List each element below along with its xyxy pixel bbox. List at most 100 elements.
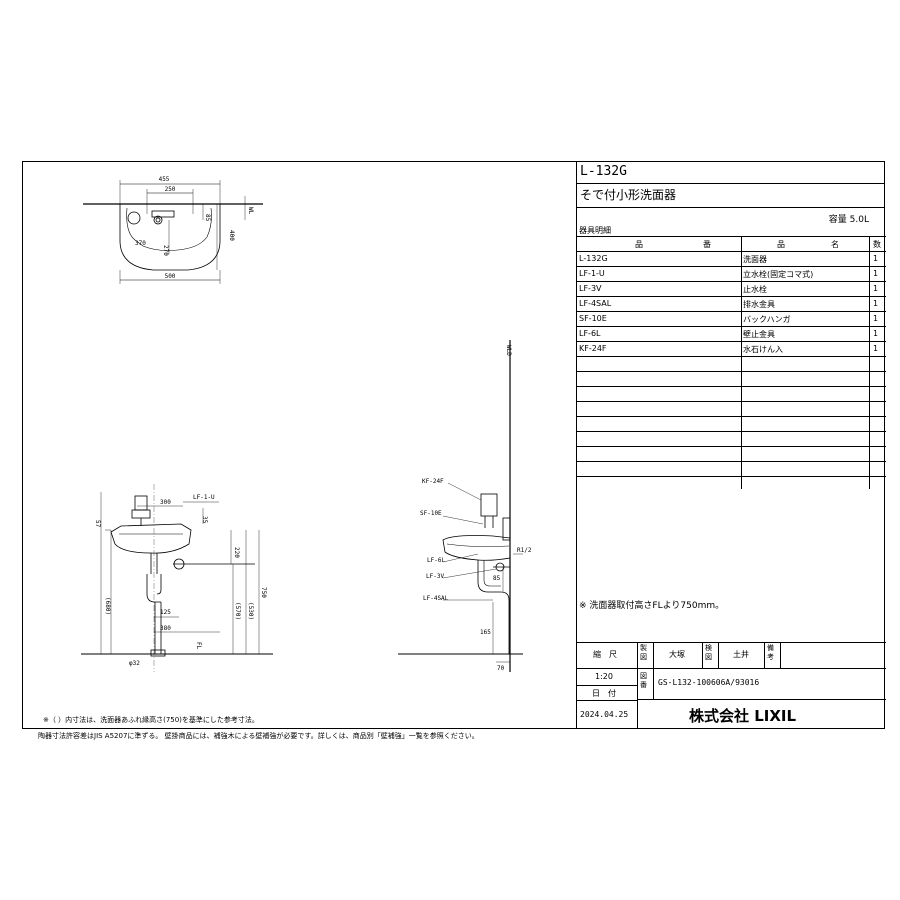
part-qty: 1 (873, 299, 879, 308)
plan-dim-250: 250 (165, 186, 176, 193)
front-dim-380: 380 (160, 625, 171, 632)
front-dim-530: (530) (247, 602, 254, 620)
footnote-tolerance: 陶器寸法許容差はJIS A5207に準ずる。 壁掛商品には、補強木による壁補強が… (38, 732, 479, 740)
part-qty: 1 (873, 329, 879, 338)
part-qty: 1 (873, 344, 879, 353)
footnote-dimensions: ※（ ）内寸法は、洗面器あふれ縁高さ(750)を基準にした参考寸法。 (43, 716, 259, 724)
empty-row (577, 417, 886, 432)
parts-row: KF-24F 水石けん入 1 (577, 342, 886, 357)
model-number: L-132G (580, 164, 627, 179)
front-dim-125: 125 (160, 609, 171, 616)
front-dim-300: 300 (160, 499, 171, 506)
part-name: 壁止金具 (743, 330, 775, 339)
empty-row (577, 462, 886, 477)
side-dim-85: 85 (493, 575, 501, 582)
part-code: KF-24F (579, 344, 607, 353)
remarks-label: 備考 (767, 644, 774, 661)
header-qty: 数 (873, 240, 881, 249)
part-qty: 1 (873, 269, 879, 278)
plan-dim-500: 500 (165, 273, 176, 280)
basin-plan-outline (119, 204, 221, 271)
part-code: LF-4SAL (579, 299, 612, 308)
parts-row: SF-10E バックハンガ 1 (577, 312, 886, 327)
empty-row (577, 447, 886, 462)
part-code: LF-1-U (579, 269, 605, 278)
plan-dim-400: 400 (228, 230, 235, 241)
stop-valve-side (495, 562, 505, 572)
part-qty: 1 (873, 314, 879, 323)
header-name-a: 品 (777, 240, 785, 249)
product-name: そで付小形洗面器 (580, 188, 677, 202)
side-label-r12: R1/2 (517, 547, 532, 554)
header-name-b: 名 (831, 240, 839, 249)
checked-name: 土井 (733, 650, 749, 659)
front-label-fl: FL (195, 642, 202, 650)
header-code-b: 番 (703, 240, 711, 249)
faucet-plan (127, 211, 141, 225)
model-box: L-132G (577, 162, 885, 184)
part-code: LF-3V (579, 284, 602, 293)
plan-dim-wl: WL (247, 207, 254, 215)
scale-value: 1:20 (595, 672, 613, 681)
part-code: LF-6L (579, 329, 601, 338)
side-label-wld: WLD (505, 345, 512, 356)
part-qty: 1 (873, 254, 879, 263)
capacity-box: 容量 5.0L 器具明細 (577, 208, 885, 236)
company-logo: 株式会社 LIXIL (689, 707, 797, 725)
soap-dispenser (480, 493, 498, 517)
side-label-sf10e: SF-10E (420, 510, 442, 517)
parts-row: LF-6L 壁止金具 1 (577, 327, 886, 342)
front-dim-57: 57 (94, 520, 101, 528)
front-dim-220: 220 (233, 547, 240, 558)
side-dim-165: 165 (480, 629, 491, 636)
part-code: L-132G (579, 254, 608, 263)
empty-row (577, 432, 886, 447)
basin-side-outline (442, 535, 511, 561)
front-dim-570: (570) (234, 602, 241, 620)
part-qty: 1 (873, 284, 879, 293)
parts-table: 品 番 品 名 数 L-132G 洗面器 1 LF-1-U 立水栓(固定コマ式)… (577, 236, 886, 489)
empty-row (577, 357, 886, 372)
made-label: 製図 (640, 644, 647, 661)
header-code-a: 品 (635, 240, 643, 249)
checked-label: 検図 (705, 644, 712, 661)
side-label-lf4sal: LF-4SAL (423, 595, 449, 602)
scale-label: 縮 尺 (593, 650, 617, 659)
part-name: 立水栓(固定コマ式) (743, 270, 814, 279)
front-label-phi32: φ32 (129, 660, 140, 667)
side-view (398, 340, 523, 672)
part-name: 排水金具 (743, 300, 775, 309)
install-note: ※ 洗面器取付高さFLより750mm。 (579, 601, 725, 611)
date-value: 2024.04.25 (580, 710, 629, 719)
part-code: SF-10E (579, 314, 607, 323)
drawing-sheet: 455 250 85 400 370 270 500 WL (22, 161, 886, 729)
date-label: 日 付 (592, 689, 616, 698)
technical-drawing: 455 250 85 400 370 270 500 WL (81, 176, 532, 672)
info-block: 縮 尺 製図 大塚 検図 土井 備考 1:20 図番 GS-L132-10060… (577, 642, 886, 729)
capacity: 容量 5.0L (828, 215, 869, 225)
side-label-kf24f: KF-24F (422, 478, 444, 485)
front-dim-680: (680) (104, 597, 111, 615)
drawing-area: 455 250 85 400 370 270 500 WL (23, 162, 576, 728)
drawing-number: GS-L132-100606A/93016 (658, 678, 760, 687)
parts-header-row: 品 番 品 名 数 (577, 237, 886, 252)
part-name: 洗面器 (743, 255, 767, 264)
parts-row: LF-4SAL 排水金具 1 (577, 297, 886, 312)
drawing-no-label: 図番 (640, 672, 647, 689)
front-dim-750: 750 (260, 587, 267, 598)
title-panel: L-132G そで付小形洗面器 容量 5.0L 器具明細 品 番 品 名 数 L… (576, 162, 886, 729)
parts-section-label: 器具明細 (579, 226, 611, 235)
front-label-lf1u: LF-1-U (193, 494, 215, 501)
parts-row: L-132G 洗面器 1 (577, 252, 886, 267)
part-name: 止水栓 (743, 285, 767, 294)
side-label-lf6l: LF-6L (427, 557, 445, 564)
plan-dim-370: 370 (135, 240, 146, 247)
side-dim-70: 70 (497, 665, 505, 672)
faucet-front (134, 495, 148, 511)
plan-dim-455: 455 (159, 176, 170, 183)
parts-row: LF-1-U 立水栓(固定コマ式) 1 (577, 267, 886, 282)
drain-circle (153, 215, 163, 225)
part-name: バックハンガ (743, 315, 791, 324)
empty-row (577, 402, 886, 417)
product-name-box: そで付小形洗面器 (577, 184, 885, 208)
